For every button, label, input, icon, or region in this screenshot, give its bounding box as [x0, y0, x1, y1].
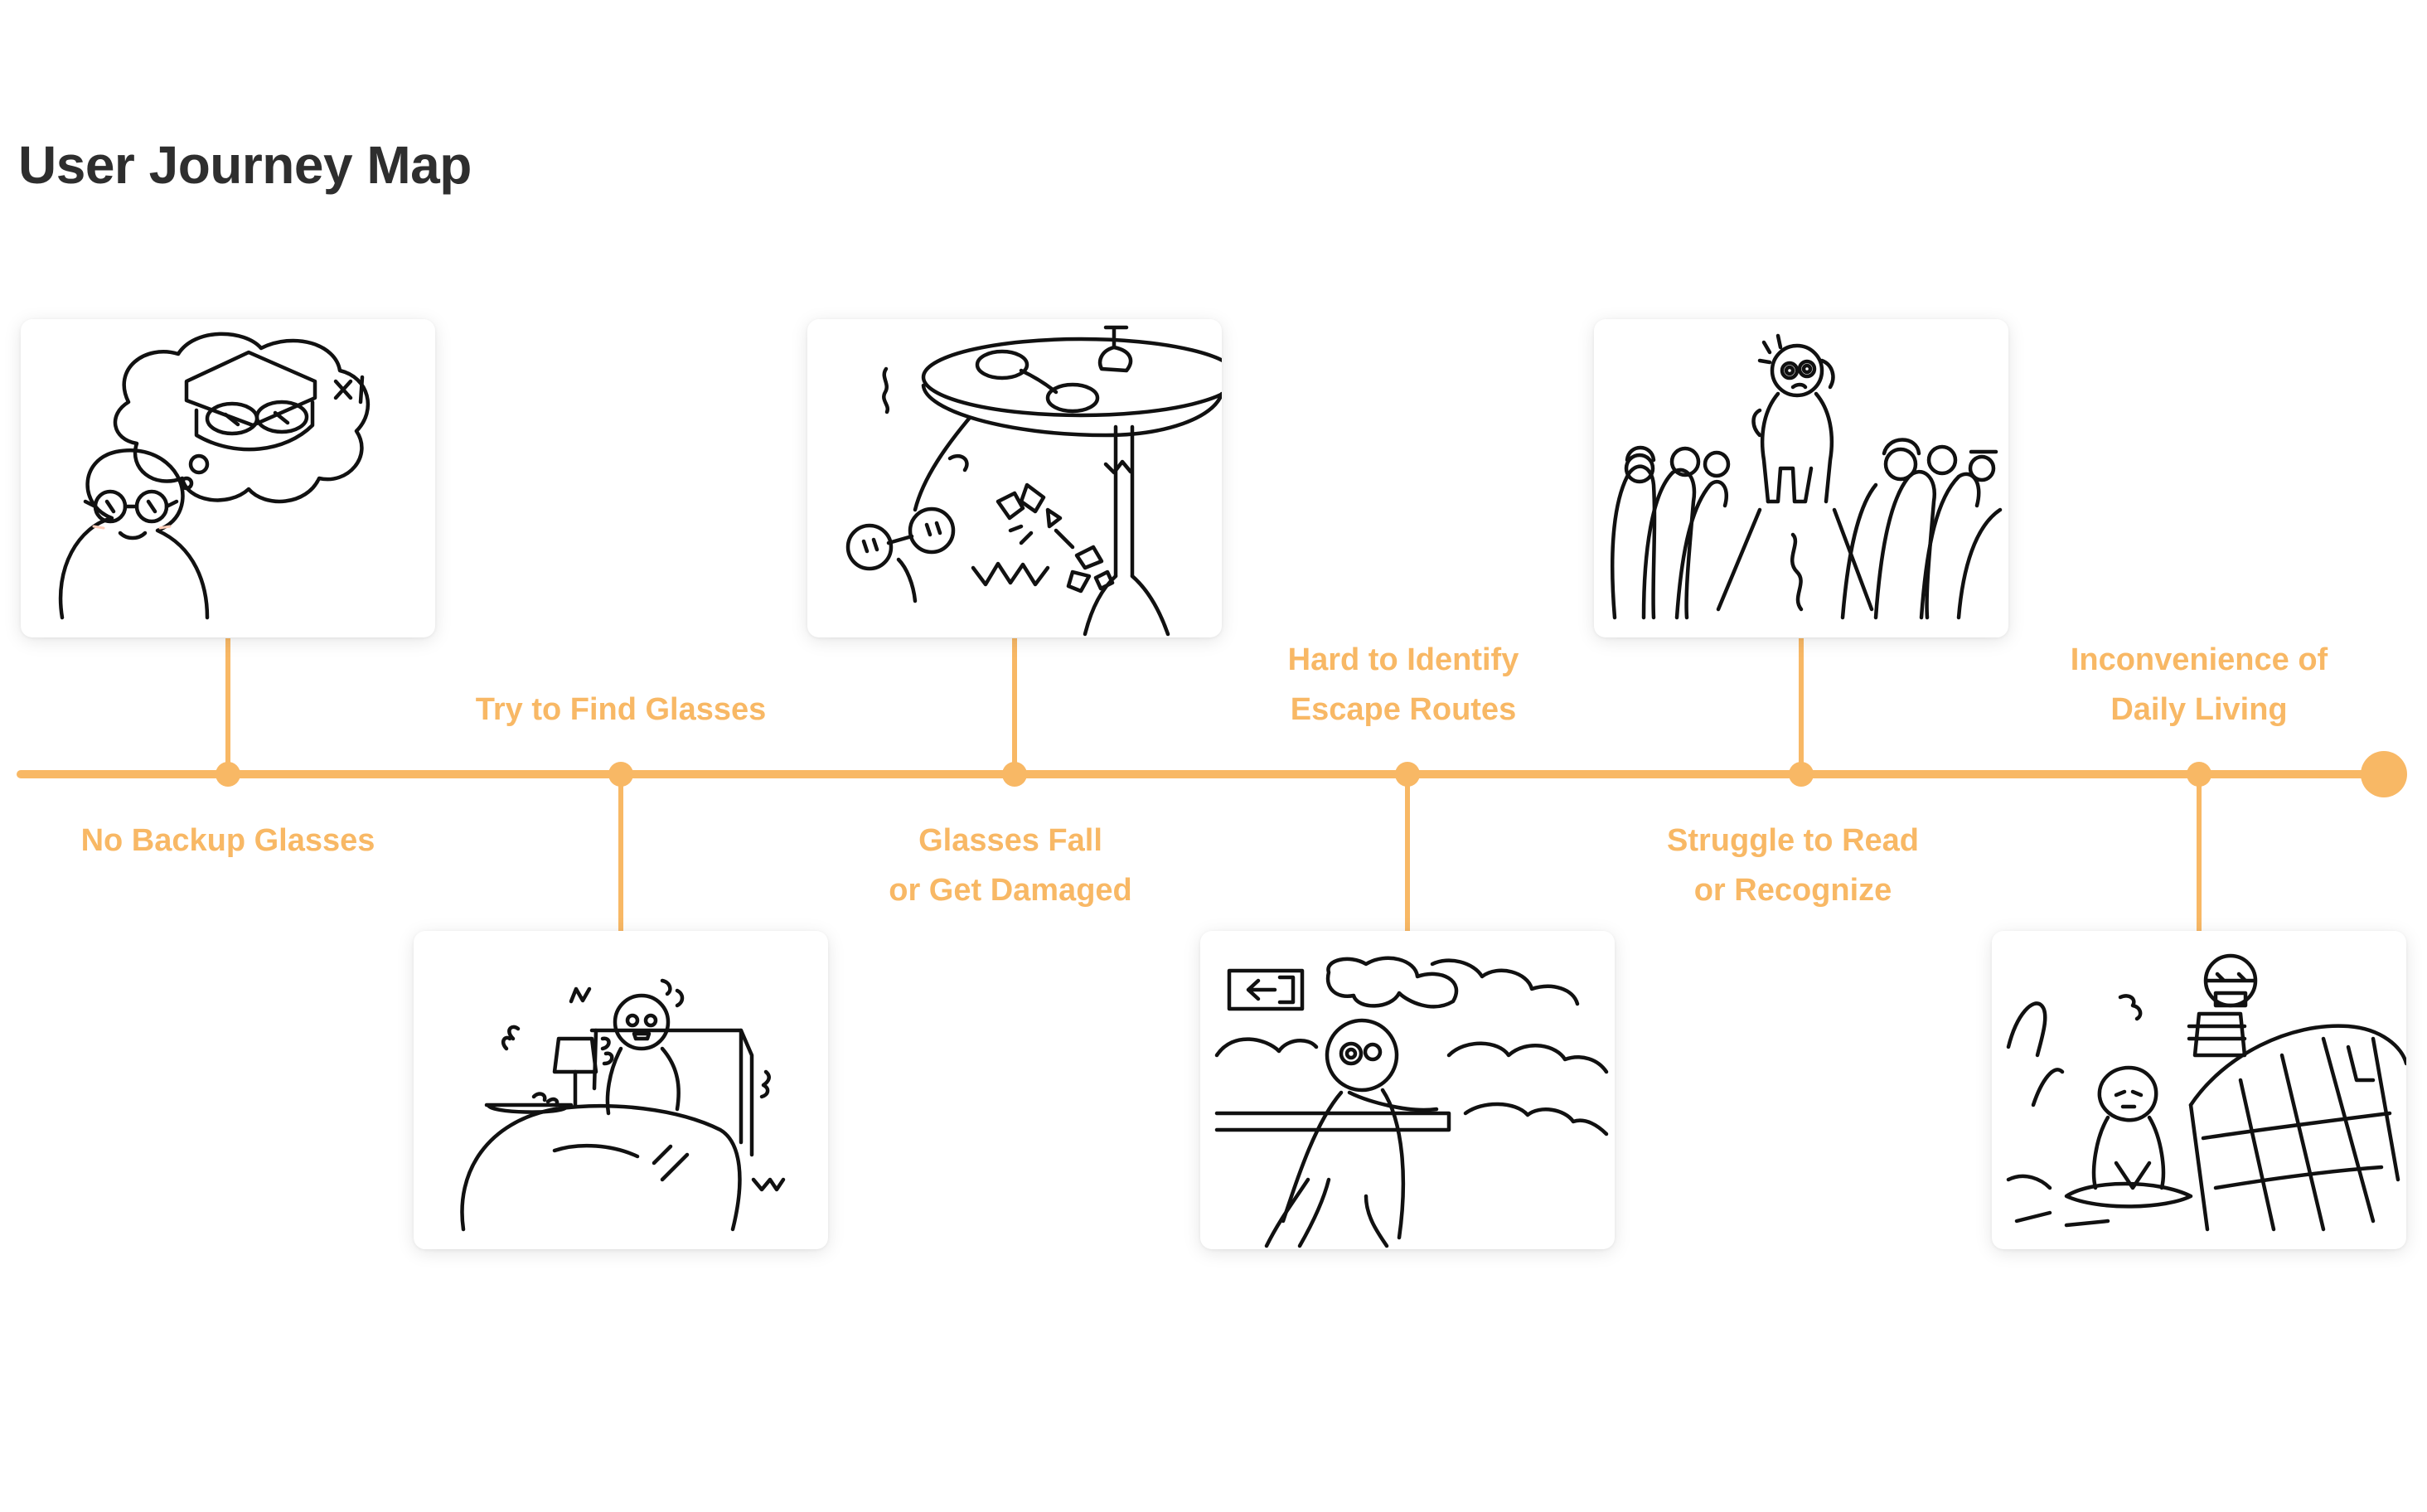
- stage-2-illustration-card: [414, 931, 828, 1249]
- stage-1-illustration-card: [21, 319, 435, 637]
- stage-1-label: No Backup Glasses: [12, 816, 443, 865]
- stage-5-connector: [1799, 638, 1804, 771]
- stage-4-connector: [1405, 775, 1410, 931]
- stage-5-label: Struggle to Read or Recognize: [1577, 816, 2008, 915]
- stage-2-connector: [618, 775, 623, 931]
- page-title: User Journey Map: [18, 135, 472, 195]
- stage-3-label-line-1: Glasses Fall: [918, 823, 1102, 858]
- stage-4-label-line-2: Escape Routes: [1290, 692, 1517, 727]
- stage-1-label-line: No Backup Glasses: [80, 823, 375, 858]
- stage-3-connector: [1012, 638, 1017, 771]
- stage-5-illustration-card: [1594, 319, 2008, 637]
- stage-3-illustration-card: [807, 319, 1222, 637]
- stage-6-label-line-1: Inconvenience of: [2070, 642, 2328, 677]
- timeline-line: [17, 770, 2386, 778]
- stage-5-label-line-1: Struggle to Read: [1666, 823, 1920, 858]
- timeline-end-marker: [2361, 751, 2407, 797]
- stage-5-label-line-2: or Recognize: [1693, 873, 1892, 908]
- stage-3-label-line-2: or Get Damaged: [889, 873, 1132, 908]
- stage-1-connector: [225, 638, 230, 771]
- confused-person-in-crowd-illustration: [1610, 333, 2003, 620]
- person-dreaming-of-glasses-case-illustration: [58, 332, 371, 620]
- stage-6-label: Inconvenience of Daily Living: [1984, 635, 2415, 734]
- stage-2-label-line: Try to Find Glasses: [475, 692, 767, 727]
- person-in-smoke-near-exit-sign-illustration: [1214, 956, 1609, 1248]
- stage-3-label: Glasses Fall or Get Damaged: [795, 816, 1226, 915]
- stage-4-label: Hard to Identify Escape Routes: [1188, 635, 1619, 734]
- stage-2-label: Try to Find Glasses: [405, 685, 836, 734]
- stage-4-illustration-card: [1200, 931, 1615, 1249]
- glasses-falling-off-table-illustration: [845, 325, 1222, 637]
- stage-6-connector: [2197, 775, 2202, 931]
- stage-6-label-line-2: Daily Living: [2110, 692, 2288, 727]
- person-sitting-in-shelter-illustration: [2006, 953, 2406, 1232]
- person-searching-in-bed-illustration: [460, 978, 786, 1232]
- stage-6-illustration-card: [1992, 931, 2406, 1249]
- stage-4-label-line-1: Hard to Identify: [1287, 642, 1519, 677]
